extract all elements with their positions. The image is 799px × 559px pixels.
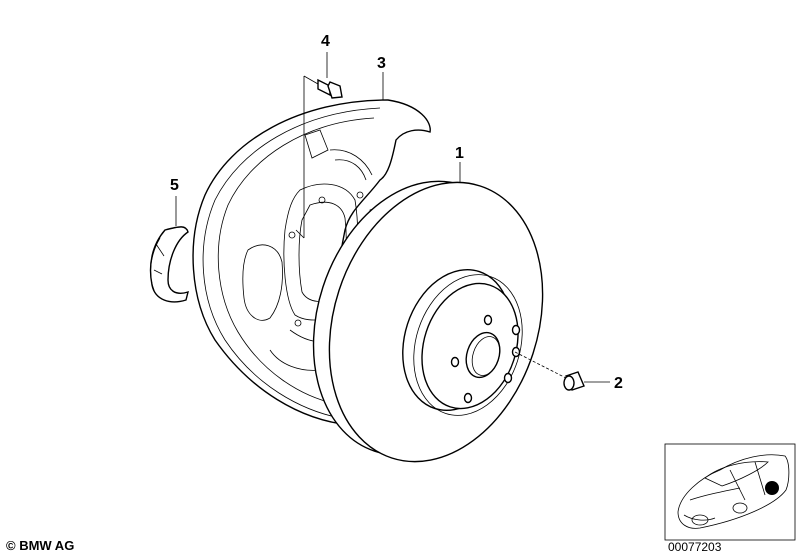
- callout-3: 3: [377, 55, 386, 72]
- grub-screw: [514, 351, 585, 391]
- rear-wheel-marker-icon: [765, 481, 779, 495]
- callout-1: 1: [455, 145, 464, 162]
- callout-5: 5: [170, 177, 179, 194]
- copyright-notice: © BMW AG: [6, 538, 75, 553]
- brake-disc: [312, 180, 544, 463]
- leader-lines: [175, 52, 610, 383]
- car-outline-icon: [677, 454, 790, 529]
- vehicle-location-thumbnail: [664, 443, 796, 541]
- hex-bolt: [295, 75, 343, 239]
- callout-2: 2: [614, 375, 623, 392]
- callout-4: 4: [321, 33, 330, 50]
- image-number: 00077203: [668, 540, 722, 554]
- clip-bracket: [149, 226, 189, 303]
